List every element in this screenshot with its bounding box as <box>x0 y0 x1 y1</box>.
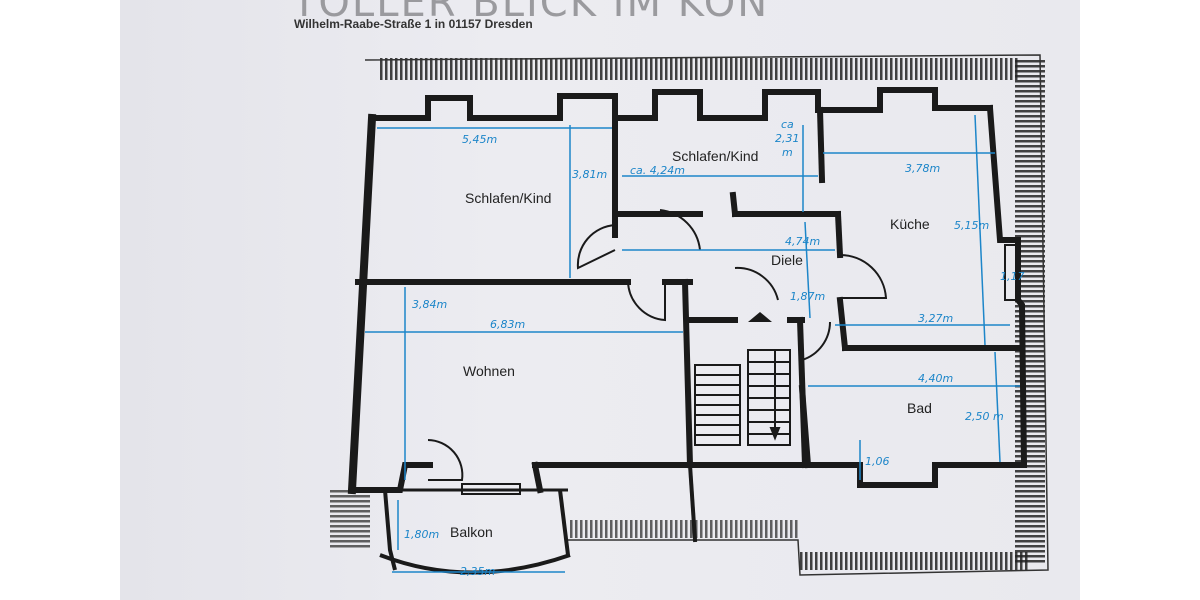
dim-wohnen-depth: 3,84m <box>412 298 447 311</box>
room-label-schlafen-1: Schlafen/Kind <box>465 190 551 206</box>
header-title: TOLLER BLICK IM KÖN <box>292 0 770 26</box>
dim-bad-width: 4,40m <box>918 372 953 385</box>
room-label-balkon: Balkon <box>450 524 493 540</box>
staircase <box>694 312 791 446</box>
dim-kueche-width-bottom: 3,27m <box>918 312 953 325</box>
dim-balkon-depth: 1,80m <box>404 528 439 541</box>
dim-diele-depth: 1,87m <box>790 290 825 303</box>
dimension-labels: 5,45m 3,81m ca. 4,24m ca 2,31 m 3,78m 5,… <box>404 118 1025 578</box>
dim-kueche-depth: 5,15m <box>954 219 989 232</box>
room-label-kueche: Küche <box>890 216 930 232</box>
dim-kueche-window: 1,17 <box>1000 270 1025 283</box>
kitchen-window <box>1004 244 1021 301</box>
dim-kueche-width-top: 3,78m <box>905 162 940 175</box>
dim-schlafen-1-depth: 3,81m <box>572 168 607 181</box>
floor-plan-sheet <box>120 0 1080 600</box>
room-labels: Schlafen/Kind Schlafen/Kind Küche Diele … <box>450 148 932 540</box>
room-label-wohnen: Wohnen <box>463 363 515 379</box>
dim-bad-niche: 1,06 <box>865 455 890 468</box>
walls <box>347 87 1028 543</box>
dim-schlafen-2-depth-unit: m <box>782 146 793 159</box>
dim-schlafen-2-depth-ca: ca <box>781 118 794 131</box>
room-label-bad: Bad <box>907 400 932 416</box>
room-label-schlafen-2: Schlafen/Kind <box>672 148 758 164</box>
header-address: Wilhelm-Raabe-Straße 1 in 01157 Dresden <box>294 17 533 31</box>
dim-balkon-width: 2,35m <box>460 565 495 578</box>
dimension-lines <box>365 114 1020 573</box>
dim-schlafen-2-depth-value: 2,31 <box>775 132 800 145</box>
dim-schlafen-1-width: 5,45m <box>462 133 497 146</box>
doors <box>427 209 888 481</box>
dim-wohnen-width: 6,83m <box>490 318 525 331</box>
room-label-diele: Diele <box>771 252 803 268</box>
dim-schlafen-2-width: ca. 4,24m <box>630 164 685 177</box>
dim-diele-width: 4,74m <box>785 235 820 248</box>
dim-bad-depth: 2,50 m <box>965 410 1004 423</box>
